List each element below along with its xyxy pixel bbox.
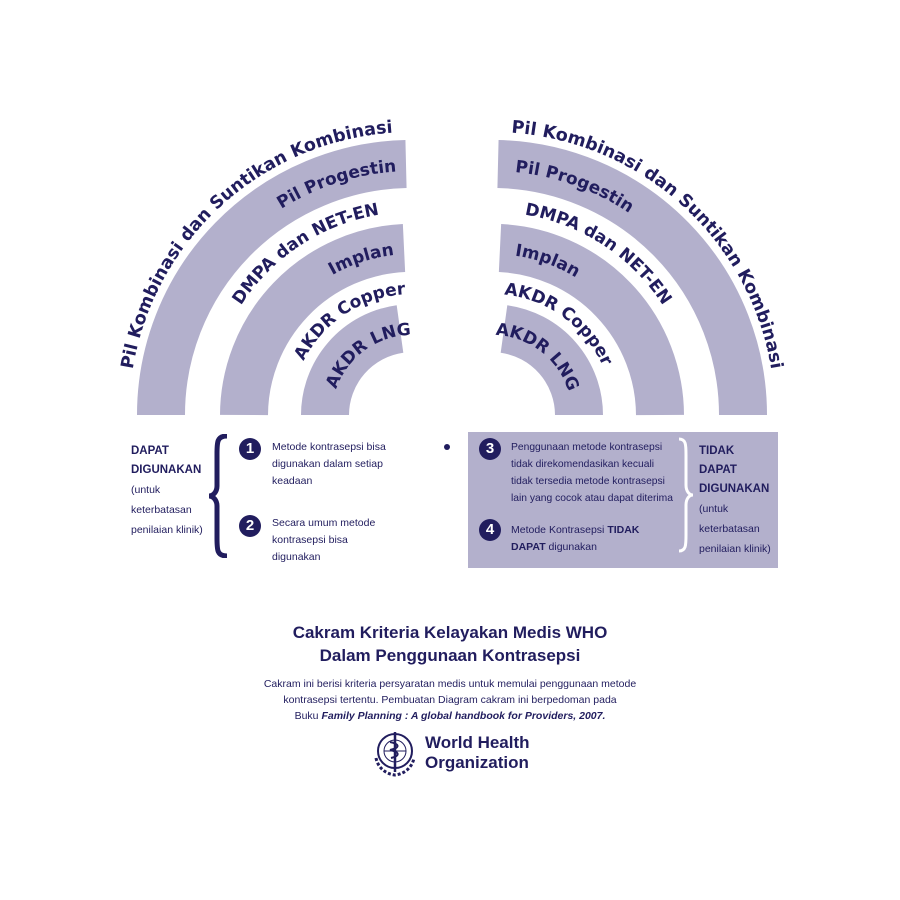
- contraceptive-wheel: Pil Kombinasi dan Suntikan Kombinasi Pil…: [118, 118, 786, 416]
- subtitle-line: penilaian klinik): [131, 524, 203, 536]
- left-band-middle: [220, 224, 406, 416]
- subtitle-line: keterbatasan: [699, 523, 760, 535]
- text-line: Penggunaan metode kontrasepsi: [511, 442, 663, 453]
- left-band-inner: [301, 305, 405, 416]
- left-band-outer: [137, 140, 407, 416]
- right-band-middle: [498, 224, 684, 416]
- right-brace-icon: [678, 437, 694, 553]
- title-line: DAPAT: [131, 445, 169, 457]
- footer-description-line2: kontrasepsi tertentu. Pembuatan Diagram …: [283, 694, 617, 706]
- category-4-text: Metode Kontrasepsi TIDAK DAPAT digunakan: [511, 522, 639, 556]
- right-band-outer: [497, 140, 767, 416]
- right-band-inner: [499, 305, 603, 416]
- left-bands: [137, 140, 407, 416]
- category-3-badge: 3: [479, 438, 501, 460]
- org-name-line: Organization: [425, 753, 529, 772]
- text-line: DAPAT digunakan: [511, 539, 639, 556]
- text-emphasis: DAPAT: [511, 541, 546, 553]
- title-line: DIGUNAKAN: [699, 483, 770, 495]
- text-part: Metode Kontrasepsi: [511, 524, 608, 536]
- category-3-text: Penggunaan metode kontrasepsi tidak dire…: [511, 439, 673, 507]
- text-line: tidak direkomendasikan kecuali: [511, 459, 655, 470]
- left-legend-title: DAPAT DIGUNAKAN (untuk keterbatasan peni…: [131, 442, 203, 540]
- subtitle-line: keterbatasan: [131, 504, 192, 516]
- footer-description-line3: Buku Family Planning : A global handbook…: [0, 708, 900, 724]
- text-line: Secara umum metode: [272, 517, 376, 529]
- left-brace-icon: [208, 434, 228, 558]
- right-legend-box: [468, 432, 778, 568]
- category-1-text: Metode kontrasepsi bisa digunakan dalam …: [272, 439, 386, 490]
- book-title: Family Planning : A global handbook for …: [321, 710, 606, 722]
- text-line: tidak tersedia metode kontrasepsi: [511, 476, 665, 487]
- org-name-line: World Health: [425, 733, 530, 752]
- center-dot: [444, 444, 450, 450]
- text-line: Metode kontrasepsi bisa: [272, 441, 386, 453]
- category-2-badge: 2: [239, 515, 261, 537]
- right-legend-title: TIDAK DAPAT DIGUNAKAN (untuk keterbatasa…: [699, 442, 771, 559]
- text-part: Buku: [294, 710, 322, 722]
- category-1-badge: 1: [239, 438, 261, 460]
- subtitle-line: (untuk: [131, 484, 161, 496]
- text-line: keadaan: [272, 475, 313, 487]
- text-line: digunakan: [272, 551, 321, 563]
- right-bands: [497, 140, 767, 416]
- who-emblem-icon: [374, 732, 416, 777]
- text-line: digunakan dalam setiap: [272, 458, 383, 470]
- text-line: kontrasepsi bisa: [272, 534, 348, 546]
- text-line: lain yang cocok atau dapat diterima: [511, 493, 673, 504]
- category-2-text: Secara umum metode kontrasepsi bisa digu…: [272, 515, 375, 566]
- who-wordmark: World Health Organization: [425, 733, 530, 773]
- text-emphasis: TIDAK: [607, 524, 640, 536]
- category-4-badge: 4: [479, 519, 501, 541]
- text-part: digunakan: [545, 541, 597, 553]
- subtitle-line: penilaian klinik): [699, 543, 771, 555]
- title-line: DIGUNAKAN: [131, 464, 202, 476]
- footer-title-line2: Dalam Penggunaan Kontrasepsi: [319, 646, 581, 665]
- title-line: DAPAT: [699, 464, 737, 476]
- footer-description-line1: Cakram ini berisi kriteria persyaratan m…: [263, 678, 637, 690]
- text-line: Metode Kontrasepsi TIDAK: [511, 522, 639, 539]
- title-line: TIDAK: [699, 445, 735, 457]
- footer-title-line1: Cakram Kriteria Kelayakan Medis WHO: [292, 623, 608, 642]
- subtitle-line: (untuk: [699, 503, 729, 515]
